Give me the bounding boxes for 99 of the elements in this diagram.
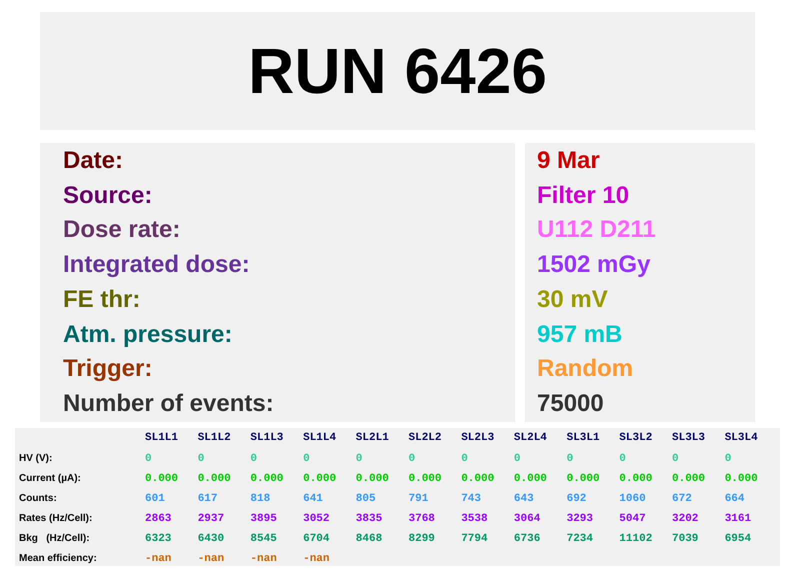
table-value: -nan bbox=[145, 552, 172, 566]
table-value: 617 bbox=[198, 492, 218, 506]
row-label: Rates (Hz/Cell): bbox=[19, 512, 92, 526]
field-label: FE thr: bbox=[63, 286, 140, 314]
field-label: Source: bbox=[63, 182, 152, 210]
table-value: 6704 bbox=[303, 532, 330, 546]
table-value: 0.000 bbox=[250, 472, 284, 486]
table-value: 0 bbox=[619, 452, 626, 466]
table-value: 3052 bbox=[303, 512, 330, 526]
table-value: 743 bbox=[461, 492, 481, 506]
table-value: 2863 bbox=[145, 512, 172, 526]
field-value: 75000 bbox=[537, 390, 604, 418]
table-value: 8468 bbox=[356, 532, 382, 546]
column-header: SL1L4 bbox=[303, 431, 336, 445]
table-value: 0.000 bbox=[408, 472, 442, 486]
table-value: 3161 bbox=[724, 512, 752, 526]
field-label: Trigger: bbox=[63, 355, 152, 384]
table-value: 3895 bbox=[250, 512, 277, 526]
row-label: Mean efficiency: bbox=[19, 552, 97, 566]
table-value: 11102 bbox=[619, 532, 652, 546]
column-header: SL3L1 bbox=[566, 431, 600, 445]
table-value: 0.000 bbox=[145, 472, 178, 486]
table-value: 0.000 bbox=[619, 472, 652, 486]
table-value: 0.000 bbox=[461, 472, 494, 486]
field-value: Filter 10 bbox=[537, 182, 630, 210]
table-value: 643 bbox=[514, 492, 534, 506]
column-header: SL2L3 bbox=[461, 431, 494, 445]
table-value: 791 bbox=[408, 492, 428, 506]
table-value: 3835 bbox=[356, 512, 382, 526]
table-value: 0.000 bbox=[724, 472, 758, 486]
run-title: RUN 6426 bbox=[40, 12, 755, 130]
field-value: 1502 mGy bbox=[537, 251, 650, 280]
table-value: 0.000 bbox=[514, 472, 547, 486]
table-value: 3538 bbox=[461, 512, 488, 526]
table-value: 6323 bbox=[145, 532, 172, 546]
table-value: -nan bbox=[198, 552, 224, 566]
field-label: Atm. pressure: bbox=[63, 320, 232, 348]
column-header: SL3L4 bbox=[724, 431, 758, 445]
table-value: 0 bbox=[198, 452, 204, 466]
table-value: 0 bbox=[672, 452, 679, 466]
field-label: Number of events: bbox=[63, 390, 274, 418]
field-value: 9 Mar bbox=[537, 147, 600, 175]
table-value: 5047 bbox=[619, 512, 646, 526]
column-header: SL2L1 bbox=[356, 431, 389, 445]
table-value: 7794 bbox=[461, 532, 488, 546]
table-value: 2937 bbox=[198, 512, 224, 526]
table-value: 0.000 bbox=[303, 472, 336, 486]
table-value: -nan bbox=[303, 552, 330, 566]
field-value: 30 mV bbox=[537, 286, 608, 314]
table-value: 0.000 bbox=[672, 472, 706, 486]
row-label: HV (V): bbox=[19, 452, 52, 466]
table-value: 0 bbox=[356, 452, 362, 466]
table-value: 6736 bbox=[514, 532, 540, 546]
table-value: -nan bbox=[250, 552, 277, 566]
table-value: 0 bbox=[566, 452, 574, 466]
table-value: 6430 bbox=[198, 532, 224, 546]
table-value: 672 bbox=[672, 492, 692, 506]
table-value: 6954 bbox=[724, 532, 752, 546]
row-label: Bkg (Hz/Cell): bbox=[19, 532, 90, 546]
table-value: 1060 bbox=[619, 492, 646, 506]
field-value: Random bbox=[537, 355, 633, 384]
column-header: SL1L1 bbox=[145, 431, 178, 445]
table-value: 7039 bbox=[672, 532, 698, 546]
table-value: 0 bbox=[408, 452, 416, 466]
table-value: 8299 bbox=[408, 532, 435, 546]
table-value: 805 bbox=[356, 492, 376, 506]
column-header: SL2L2 bbox=[408, 431, 442, 445]
table-value: 7234 bbox=[566, 532, 593, 546]
column-header: SL2L4 bbox=[514, 431, 547, 445]
table-value: 0.000 bbox=[198, 472, 231, 486]
table-value: 664 bbox=[724, 492, 744, 506]
column-header: SL3L3 bbox=[672, 431, 706, 445]
field-value: U112 D211 bbox=[537, 216, 656, 244]
table-value: 641 bbox=[303, 492, 323, 506]
table-value: 0 bbox=[303, 452, 310, 466]
field-label: Integrated dose: bbox=[63, 251, 250, 280]
table-value: 692 bbox=[566, 492, 586, 506]
field-label: Dose rate: bbox=[63, 216, 180, 244]
row-label: Current (µA): bbox=[19, 472, 81, 486]
table-value: 0 bbox=[145, 452, 152, 466]
table-value: 0 bbox=[461, 452, 468, 466]
table-value: 0.000 bbox=[356, 472, 389, 486]
row-label: Counts: bbox=[19, 492, 57, 506]
table-value: 601 bbox=[145, 492, 165, 506]
column-header: SL3L2 bbox=[619, 431, 652, 445]
field-value: 957 mB bbox=[537, 320, 622, 348]
table-value: 8545 bbox=[250, 532, 277, 546]
table-value: 3064 bbox=[514, 512, 540, 526]
table-value: 0.000 bbox=[566, 472, 600, 486]
table-value: 818 bbox=[250, 492, 270, 506]
column-header: SL1L2 bbox=[198, 431, 231, 445]
table-value: 3768 bbox=[408, 512, 435, 526]
field-label: Date: bbox=[63, 147, 124, 175]
table-value: 0 bbox=[250, 452, 257, 466]
table-value: 0 bbox=[514, 452, 520, 466]
table-value: 3293 bbox=[566, 512, 593, 526]
column-header: SL1L3 bbox=[250, 431, 284, 445]
table-value: 0 bbox=[724, 452, 732, 466]
table-value: 3202 bbox=[672, 512, 698, 526]
